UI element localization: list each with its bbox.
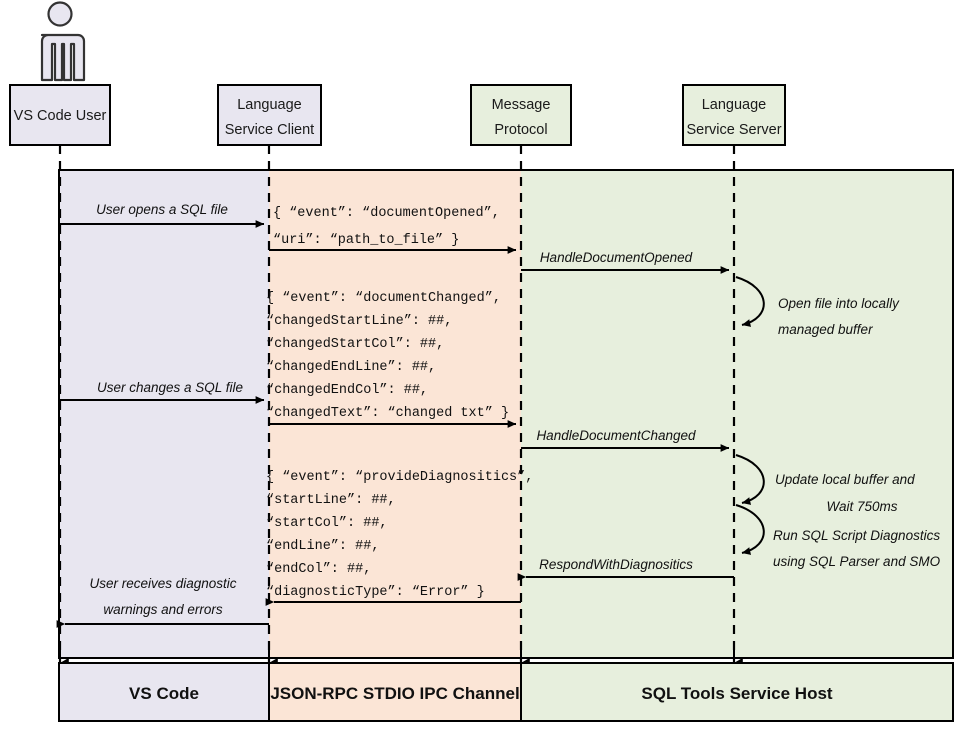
message-label-user-opens-file: User opens a SQL file bbox=[96, 202, 228, 217]
json-payload-document-opened: { “event”: “documentOpened”, “uri”: “pat… bbox=[273, 206, 500, 248]
participant-label-service-client-line1: Language bbox=[237, 97, 302, 113]
json-line: “uri”: “path_to_file” } bbox=[273, 233, 459, 248]
json-line: { “event”: “provideDiagnositics”, bbox=[266, 470, 533, 485]
message-user-changes-file[interactable]: User changes a SQL file bbox=[60, 380, 265, 404]
self-action-label-line1: Update local buffer and bbox=[775, 472, 915, 487]
json-line: “changedStartCol”: ##, bbox=[266, 337, 444, 352]
participant-label-service-client-line2: Service Client bbox=[225, 122, 314, 138]
self-action-update-buffer-wait: Update local buffer and Wait 750ms bbox=[735, 454, 915, 514]
self-action-label-line2: using SQL Parser and SMO bbox=[773, 554, 941, 569]
message-respond-with-diagnositics[interactable]: RespondWithDiagnositics bbox=[517, 557, 734, 581]
self-action-run-diagnostics: Run SQL Script Diagnostics using SQL Par… bbox=[735, 504, 941, 569]
self-action-label-line1: Run SQL Script Diagnostics bbox=[773, 528, 940, 543]
json-line: “changedEndCol”: ##, bbox=[266, 383, 428, 398]
json-line: { “event”: “documentChanged”, bbox=[266, 291, 501, 306]
message-label-user-changes-file: User changes a SQL file bbox=[97, 380, 243, 395]
json-payload-document-changed: { “event”: “documentChanged”, “changedSt… bbox=[266, 291, 509, 421]
self-action-label-line2: managed buffer bbox=[778, 322, 873, 337]
footer-label-ipc: JSON-RPC STDIO IPC Channel bbox=[270, 684, 519, 703]
band-vscode bbox=[59, 170, 269, 658]
json-line: “changedEndLine”: ##, bbox=[266, 360, 436, 375]
message-label-respond-with-diagnositics: RespondWithDiagnositics bbox=[539, 557, 693, 572]
footer-band-ipc[interactable]: JSON-RPC STDIO IPC Channel bbox=[268, 662, 522, 722]
message-label-handle-document-opened: HandleDocumentOpened bbox=[540, 250, 693, 265]
json-line: “startLine”: ##, bbox=[266, 493, 396, 508]
json-line: “endCol”: ##, bbox=[266, 562, 371, 577]
json-line: “startCol”: ##, bbox=[266, 516, 388, 531]
participant-box-service-client[interactable]: Language Service Client bbox=[217, 84, 322, 146]
band-service bbox=[521, 170, 953, 658]
actor-figure bbox=[40, 1, 86, 82]
message-user-receives-diagnostics[interactable]: User receives diagnostic warnings and er… bbox=[56, 576, 269, 628]
message-label-handle-document-changed: HandleDocumentChanged bbox=[536, 428, 696, 443]
participant-label-service-server-line2: Service Server bbox=[686, 122, 781, 138]
participant-box-vscode-user[interactable]: VS Code User bbox=[9, 84, 111, 146]
self-action-label-line2: Wait 750ms bbox=[826, 499, 897, 514]
json-line: “diagnosticType”: “Error” } bbox=[266, 585, 485, 600]
footer-band-vscode[interactable]: VS Code bbox=[58, 662, 270, 722]
participant-label-vscode-user: VS Code User bbox=[14, 108, 107, 124]
participant-box-message-protocol[interactable]: Message Protocol bbox=[470, 84, 572, 146]
json-line: { “event”: “documentOpened”, bbox=[273, 206, 500, 221]
json-line: “changedText”: “changed txt” } bbox=[266, 406, 509, 421]
message-label-user-receives-diagnostics-line2: warnings and errors bbox=[103, 602, 223, 617]
participant-label-service-server-line1: Language bbox=[702, 97, 767, 113]
json-line: “endLine”: ##, bbox=[266, 539, 379, 554]
footer-band-service[interactable]: SQL Tools Service Host bbox=[520, 662, 954, 722]
json-payload-provide-diagnositics: { “event”: “provideDiagnositics”, “start… bbox=[266, 470, 533, 600]
band-ipc bbox=[269, 170, 521, 658]
message-user-opens-file[interactable]: User opens a SQL file bbox=[60, 202, 265, 228]
participant-box-service-server[interactable]: Language Service Server bbox=[682, 84, 786, 146]
message-label-user-receives-diagnostics-line1: User receives diagnostic bbox=[89, 576, 236, 591]
json-line: “changedStartLine”: ##, bbox=[266, 314, 452, 329]
footer-label-vscode: VS Code bbox=[129, 684, 199, 703]
footer-label-service: SQL Tools Service Host bbox=[641, 684, 832, 703]
message-handle-document-opened[interactable]: HandleDocumentOpened bbox=[521, 250, 730, 274]
participant-label-message-protocol-line1: Message bbox=[492, 97, 551, 113]
self-action-label-line1: Open file into locally bbox=[778, 296, 900, 311]
message-handle-document-changed[interactable]: HandleDocumentChanged bbox=[521, 428, 730, 452]
lifeline-terminators bbox=[59, 645, 743, 669]
participant-label-message-protocol-line2: Protocol bbox=[494, 122, 547, 138]
self-action-open-file-buffer: Open file into locally managed buffer bbox=[735, 276, 900, 337]
